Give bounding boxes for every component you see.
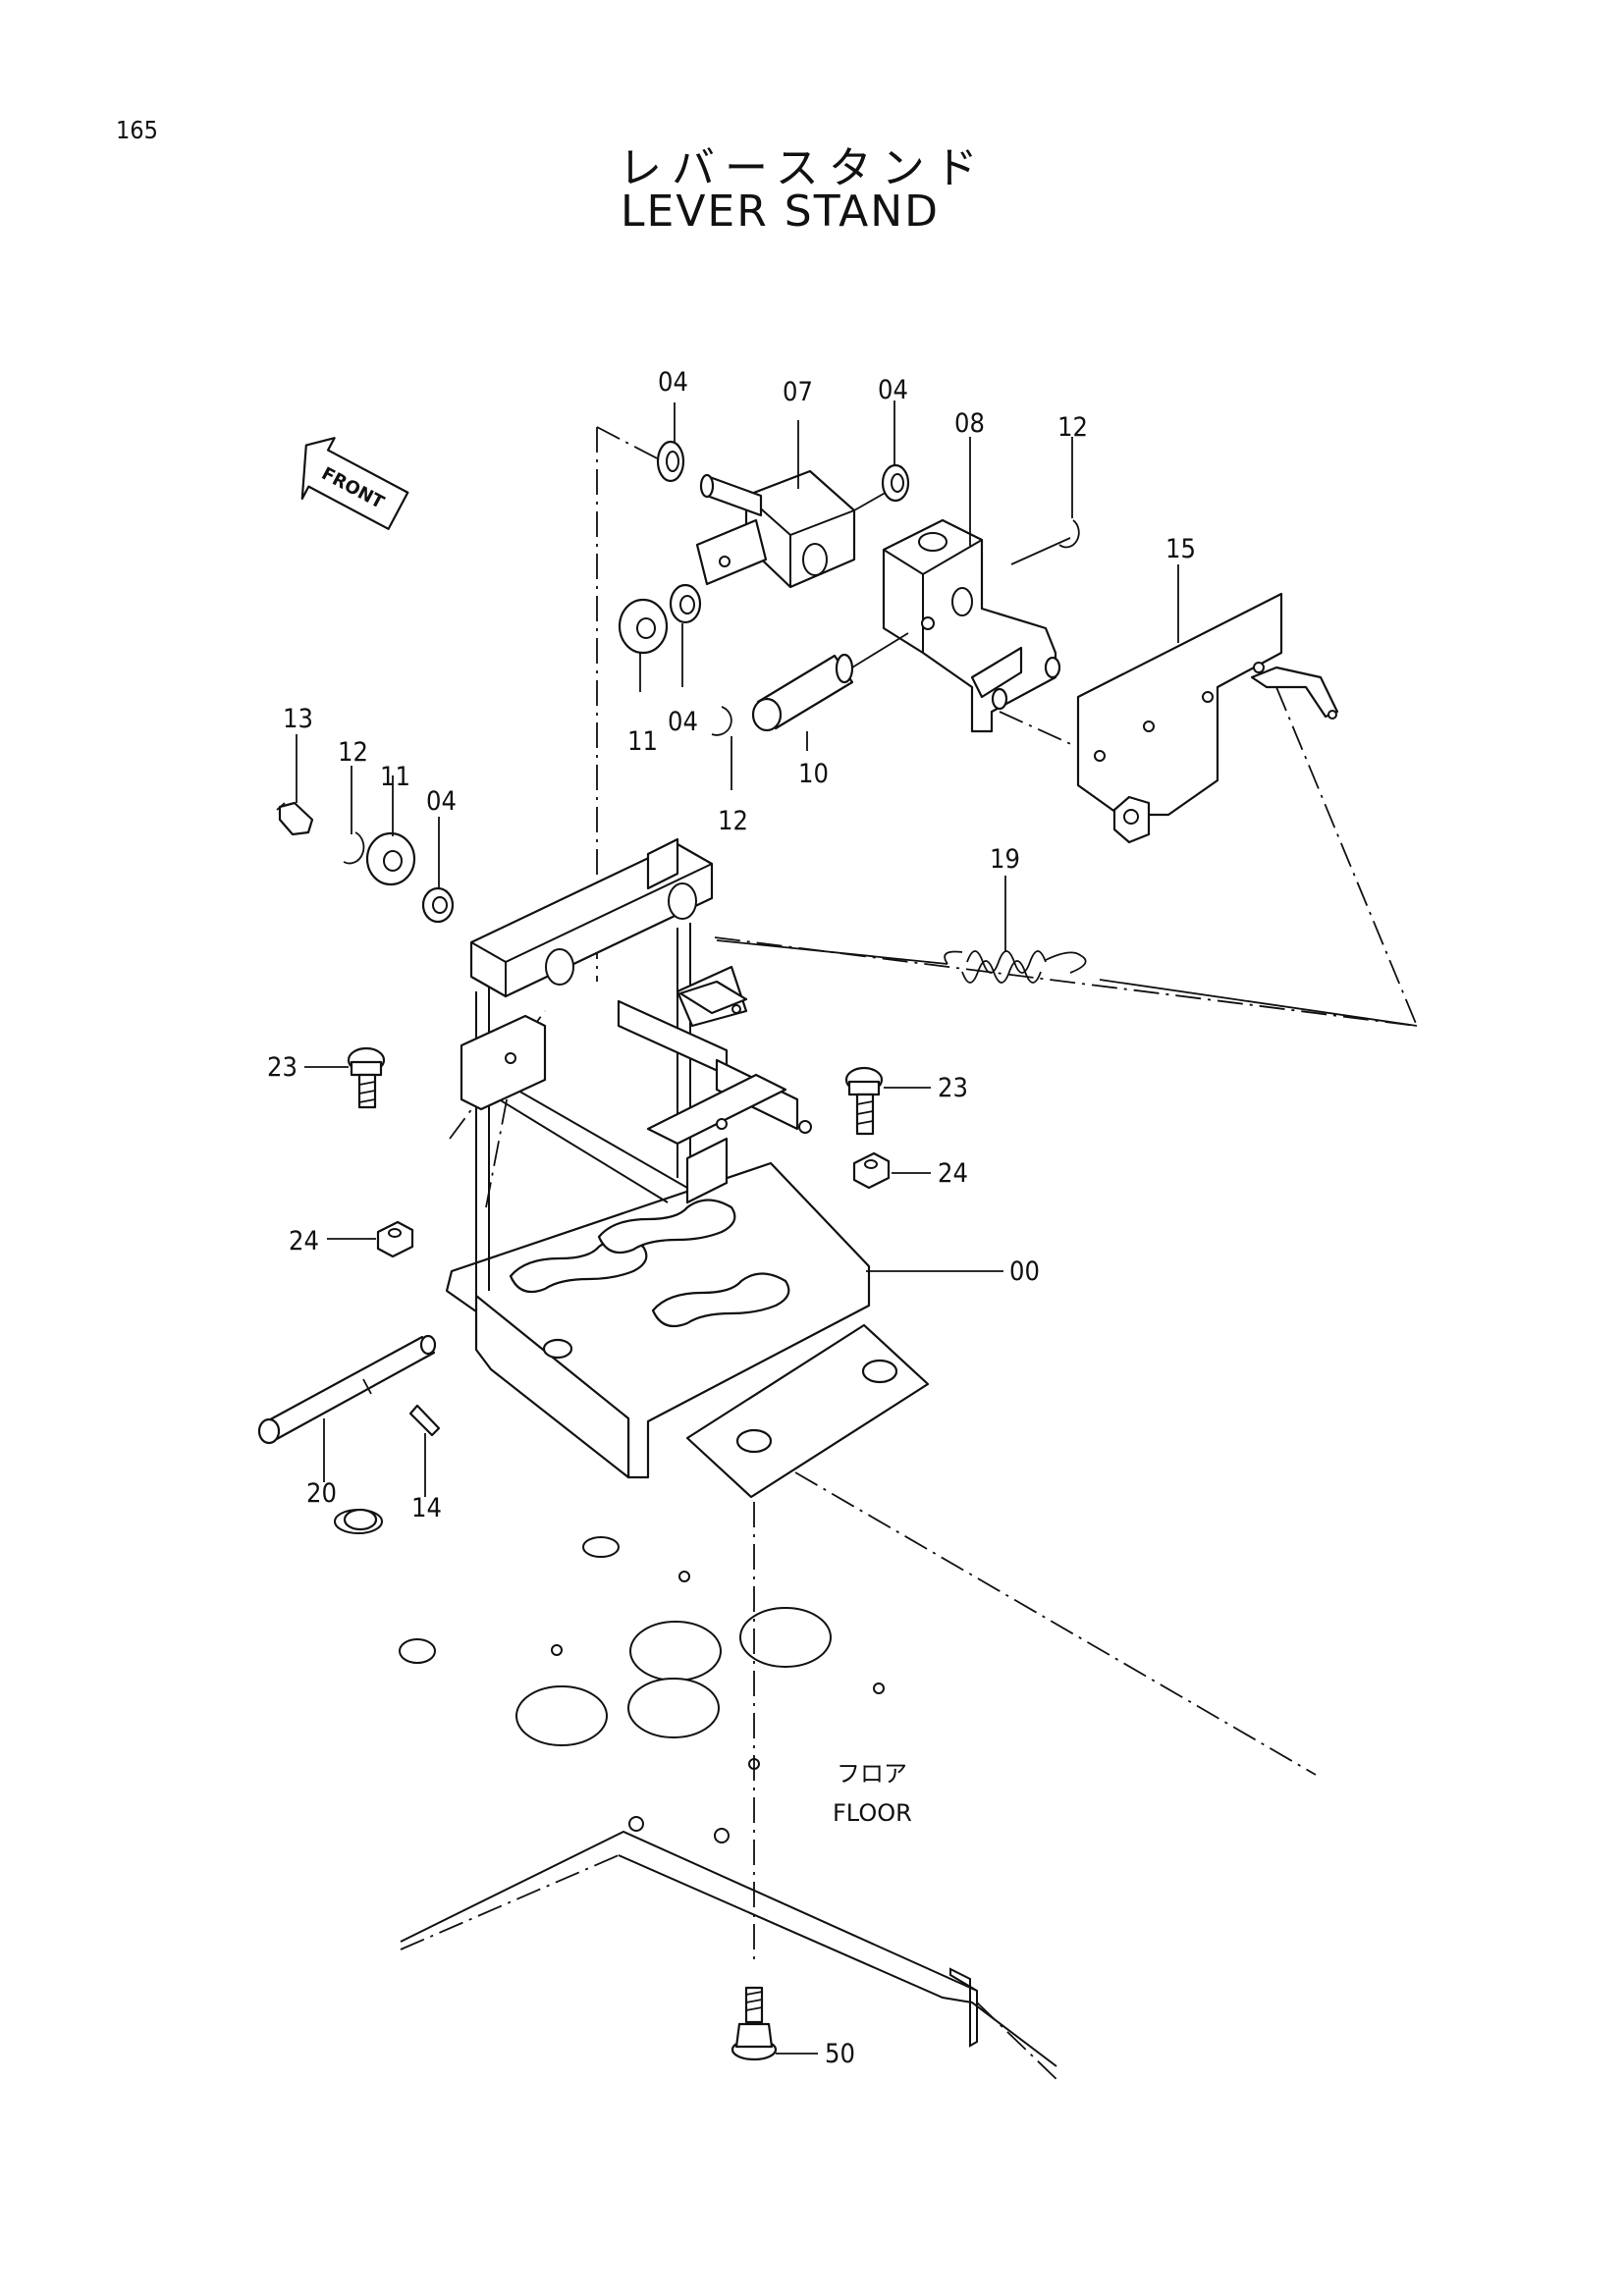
callout-labels: 04 07 04 08 12 15 11 04 10 12 13 12 11 0… <box>267 367 1196 2069</box>
floor-slot <box>582 1536 620 1558</box>
snap-ring-part-12-mid <box>711 706 732 736</box>
callout-11: 11 <box>380 762 410 792</box>
washer-part-11-mid <box>618 598 669 655</box>
callout-12: 12 <box>338 737 368 768</box>
bushing <box>343 1508 378 1531</box>
callout-13: 13 <box>283 704 313 734</box>
washer-part-04-right <box>881 463 910 503</box>
callout-11: 11 <box>627 726 658 757</box>
spring-part-19 <box>678 939 1418 1027</box>
slot-hole <box>597 1199 736 1255</box>
washer-part-04-top <box>656 440 685 483</box>
callout-00: 00 <box>1009 1256 1040 1287</box>
floor-label-japanese: フロア <box>837 1760 907 1788</box>
nut-part-24-right <box>852 1151 891 1190</box>
callout-24: 24 <box>289 1226 319 1256</box>
callout-12: 12 <box>1057 412 1088 443</box>
nut-part-24-left <box>376 1220 414 1258</box>
callout-14: 14 <box>411 1493 442 1523</box>
washer-part-04-mid <box>669 583 702 624</box>
pin-part-20 <box>257 1334 437 1445</box>
washer-part-04-left <box>421 886 455 924</box>
front-arrow-icon: FRONT <box>300 437 409 530</box>
snap-ring-part-12-left <box>343 831 365 865</box>
bolt-part-23-left <box>347 1046 386 1109</box>
callout-23: 23 <box>267 1052 298 1083</box>
snap-ring-part-12-top <box>1058 519 1080 549</box>
callout-50: 50 <box>825 2039 855 2069</box>
bolt-part-23-right <box>844 1066 884 1136</box>
shaft-block-part-07 <box>695 469 890 589</box>
callout-20: 20 <box>306 1478 337 1509</box>
callout-24: 24 <box>938 1158 968 1189</box>
floor-hole <box>515 1685 608 1746</box>
pin-part-10 <box>751 632 909 732</box>
callout-04: 04 <box>878 375 908 405</box>
callout-23: 23 <box>938 1073 968 1103</box>
floor-slot <box>399 1638 436 1664</box>
roll-pin-part-14 <box>408 1404 441 1437</box>
callout-08: 08 <box>954 408 985 439</box>
callout-04: 04 <box>668 707 698 737</box>
washer-part-11-left <box>365 831 416 886</box>
floor-hole <box>627 1678 720 1738</box>
plate-part-15 <box>1076 592 1339 844</box>
floor-hole <box>739 1607 832 1668</box>
page-title-english: LEVER STAND <box>621 187 941 237</box>
callout-15: 15 <box>1165 534 1196 564</box>
callout-07: 07 <box>783 377 813 407</box>
callout-leaders <box>296 400 1179 2055</box>
callout-04: 04 <box>658 367 688 398</box>
callout-12: 12 <box>718 806 748 836</box>
floor-hole <box>629 1621 722 1682</box>
floor-label-english: FLOOR <box>833 1799 912 1827</box>
flange-bolt-part-50 <box>731 1986 778 2061</box>
floor-plate: フロア FLOOR <box>334 1509 1061 2084</box>
callout-19: 19 <box>990 844 1020 875</box>
grease-fitting-part-13 <box>276 801 314 836</box>
callout-04: 04 <box>426 786 457 817</box>
slot-hole <box>651 1272 790 1328</box>
page-number: 165 <box>116 116 158 144</box>
page-title-japanese: レバースタンド <box>619 143 988 193</box>
callout-10: 10 <box>798 759 829 789</box>
bracket-part-08 <box>882 518 1071 733</box>
lever-stand-body-part-00 <box>445 837 930 1499</box>
